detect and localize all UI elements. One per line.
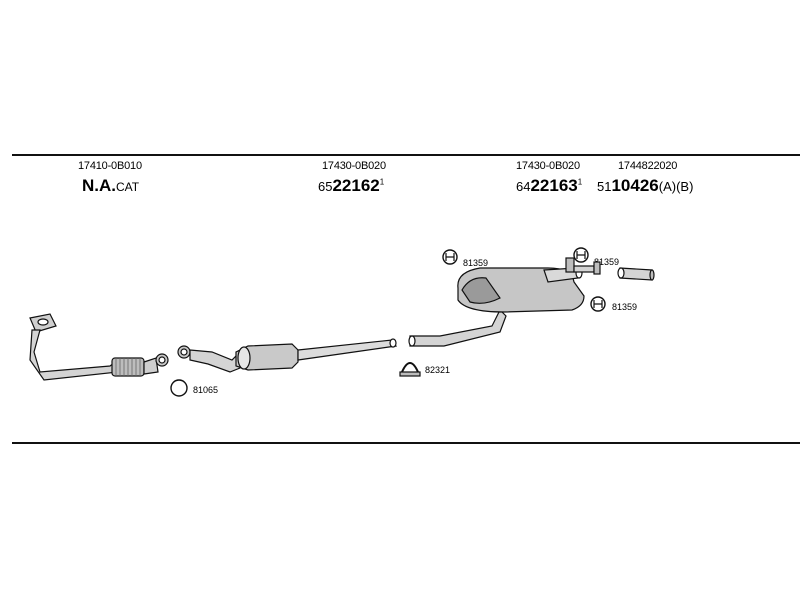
center-pipe-part [177,338,398,373]
callout-81359-muffler-front: 81359 [463,258,489,268]
ref-main: 22162 [332,176,380,195]
callout-81065: 81065 [193,385,219,395]
top-divider [12,154,800,156]
ref-suffix: CAT [116,180,140,194]
ref-suffix: (A)(B) [658,179,694,194]
ref-prefix: 51 [597,179,612,194]
ref-main: 22163 [530,176,578,195]
ref-tail-pipe: 5110426(A)(B) [597,176,693,196]
hanger-81359-icon [442,249,458,265]
part-number-rear-muffler: 17430-0B020 [516,160,580,172]
clamp-82321-icon [399,362,421,377]
ref-main: N.A. [82,176,116,195]
gasket-81065-icon [170,379,188,397]
hanger-81359-icon [590,296,606,312]
ref-rear-muffler: 64221631 [516,176,582,196]
bottom-divider [12,442,800,444]
callout-81359-tail-upper: 81359 [594,257,620,267]
part-number-front-pipe: 17410-0B010 [78,160,142,172]
part-number-tail-pipe: 1744822020 [618,160,678,172]
tail-pipe-part [617,267,655,281]
front-pipe-part [29,313,169,381]
ref-front-pipe: N.A.CAT [82,176,139,196]
callout-81359-tail-lower: 81359 [612,302,638,312]
ref-main: 10426 [611,176,659,195]
ref-prefix: 64 [516,179,531,194]
ref-sup: 1 [577,177,583,187]
callout-82321: 82321 [425,365,451,375]
hanger-81359-icon [573,247,589,263]
hanger-mount-icon [565,257,601,275]
ref-prefix: 65 [318,179,333,194]
rear-muffler-part [408,267,585,347]
part-number-center-pipe: 17430-0B020 [322,160,386,172]
ref-center-pipe: 65221621 [318,176,384,196]
ref-sup: 1 [379,177,385,187]
